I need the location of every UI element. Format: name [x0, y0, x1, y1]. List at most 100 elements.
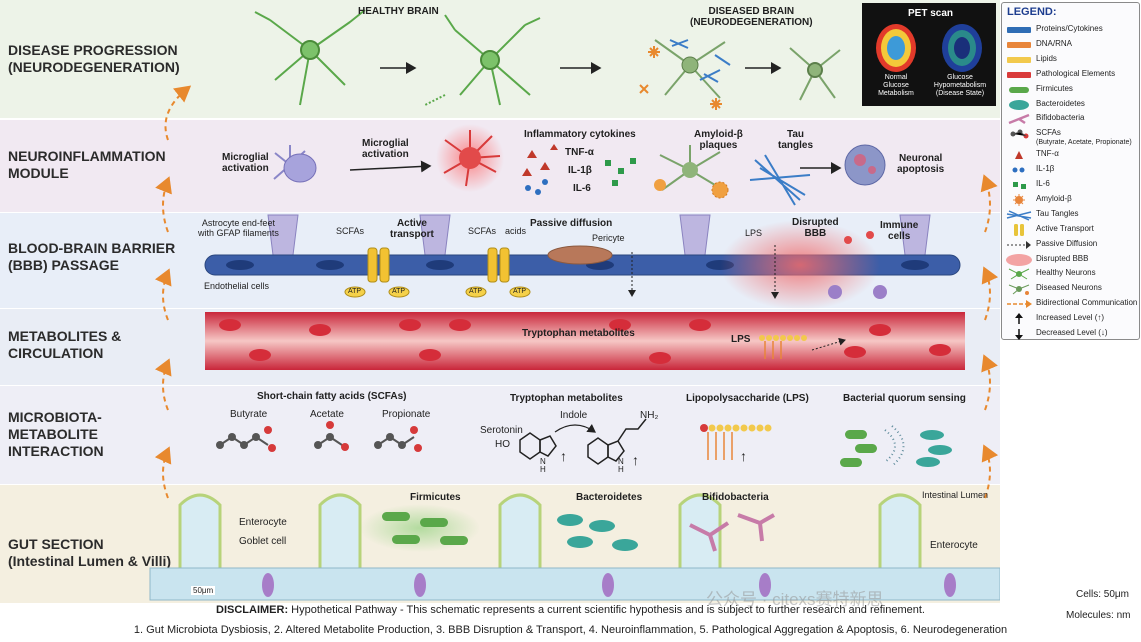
blue-dots-icon [1012, 167, 1025, 173]
scfa-transporter-1 [367, 247, 390, 283]
indole-label: Indole [560, 410, 588, 421]
atp-markers [344, 286, 531, 298]
intestinal-lumen-label: Intestinal Lumen [922, 490, 989, 500]
yellow-bar-icon [1007, 56, 1031, 63]
legend-item-label: DNA/RNA [1036, 38, 1073, 48]
legend-item: Bifidobacteria [1005, 112, 1137, 126]
il1-label: IL-1β [568, 165, 592, 176]
ho-label: HO [495, 439, 510, 450]
legend-item: Firmicutes [1005, 83, 1137, 97]
pericyte-label: Pericyte [592, 233, 625, 243]
passive-diffusion-label: Passive diffusion [530, 218, 613, 229]
apoptosis-label: Neuronal apoptosis [897, 153, 945, 175]
legend-item: Active Transport [1005, 223, 1137, 237]
legend-item-label: Proteins/Cytokines [1036, 24, 1103, 33]
activated-microglia [436, 124, 504, 192]
propionate-molecule [374, 426, 422, 452]
legend-item-label: Bifidobacteria [1036, 113, 1085, 123]
atp-label-2: ATP [392, 288, 406, 295]
disrupted-bbb-label: Disrupted BBB [792, 217, 839, 239]
legend-item-label: IL-6 [1036, 179, 1050, 188]
red-bar-icon [1007, 71, 1031, 78]
tryptophan-molecule [587, 418, 647, 465]
legend-item: Tau Tangles [1005, 208, 1137, 222]
cytokine-cluster [522, 144, 636, 195]
goblet-cells [262, 573, 956, 597]
tnf-label: TNF-α [565, 147, 594, 158]
band-label-gut: GUT SECTION (Intestinal Lumen & Villi) [8, 536, 172, 569]
legend-item: DNA/RNA [1005, 38, 1137, 52]
lps-title: Lipopolysaccharide (LPS) [686, 393, 809, 404]
lps-molecule [700, 424, 772, 460]
pet-hypo-label: Glucose Hypometabolism (Disease State) [933, 74, 987, 97]
legend-item-label: Passive Diffusion [1036, 238, 1098, 248]
tau-tangles [749, 154, 811, 206]
serotonin-increase-arrow: ↑ [560, 448, 567, 464]
legend-item: Diseased Neurons [1005, 282, 1137, 296]
scfas-label-1: SCFAs [336, 226, 365, 236]
serotonin-molecule [519, 432, 557, 460]
legend-item: TNF-α [1005, 148, 1137, 162]
nh-label-2: N H [618, 457, 624, 474]
acetate-label: Acetate [310, 409, 344, 420]
legend-item-label: Lipids [1036, 53, 1057, 63]
immune-cells [828, 231, 887, 299]
green-rod-icon [1009, 86, 1029, 93]
acids-label: acids [505, 226, 527, 236]
serotonin-label: Serotonin [480, 425, 523, 436]
down-arrow-icon [1015, 329, 1023, 340]
legend-item-label: Disrupted BBB [1036, 253, 1089, 263]
legend-item-label: Bidirectional Communication [1036, 298, 1138, 308]
microglia-arrow [349, 160, 432, 173]
cytokines-title: Inflammatory cytokines [524, 129, 636, 140]
legend-item-label: IL-1β [1036, 164, 1055, 174]
epithelial-layer [149, 567, 1000, 601]
immune-cells-label: Immune cells [880, 220, 919, 242]
scfa-title: Short-chain fatty acids (SCFAs) [257, 391, 407, 402]
band-label-metabolites: METABOLITES & CIRCULATION [8, 328, 122, 361]
nh2-label: NH₂ [640, 410, 659, 421]
disclaimer-text: Hypothetical Pathway - This schematic re… [288, 604, 925, 616]
gut-scale-label: 50μm [191, 586, 216, 595]
pet-normal-label: Normal Glucose Metabolism [878, 74, 914, 97]
legend-item: Passive Diffusion [1005, 238, 1137, 252]
legend-item-label: Decreased Level (↓) [1036, 328, 1108, 337]
serotonin-indole-arrow [554, 423, 596, 433]
microglial-activation-label-1: Microglial activation [222, 152, 269, 174]
legend-item: Disrupted BBB [1005, 253, 1137, 267]
diseased-neuron-cluster [639, 39, 731, 110]
legend-item: Pathological Elements [1005, 68, 1137, 82]
atp-label-3: ATP [469, 288, 483, 295]
endothelial-label: Endothelial cells [204, 281, 270, 291]
bacteroidetes-bacteria [557, 514, 638, 551]
butyrate-label: Butyrate [230, 409, 268, 420]
pet-scan-title: PET scan [908, 8, 954, 19]
teal-oval-icon [1009, 99, 1029, 110]
band-label-disease: DISEASE PROGRESSION (NEURODEGENERATION) [8, 42, 180, 75]
band-label-microbiota: MICROBIOTA- METABOLITE INTERACTION [8, 409, 104, 459]
amyloid-label: Amyloid-β plaques [694, 129, 743, 151]
astrocyte-end-feet [267, 214, 931, 256]
legend-item-label: Bacteroidetes [1036, 98, 1085, 108]
channel-icon [1014, 223, 1024, 236]
atp-label-1: ATP [348, 288, 362, 295]
firmicutes-bacteria [360, 504, 480, 552]
green-neuron-icon [1008, 268, 1030, 280]
pet-scan-panel [862, 3, 996, 106]
band-label-neuroinflammation: NEUROINFLAMMATION MODULE [8, 148, 166, 181]
pink-y-icon [1008, 114, 1030, 125]
legend-item-label: Active Transport [1036, 223, 1094, 233]
bifidobacteria [689, 513, 775, 552]
il6-label: IL-6 [573, 183, 591, 194]
diseased-neuron-small [789, 47, 841, 101]
legend-item-label: Amyloid-β [1036, 193, 1072, 203]
legend-item-label: Firmicutes [1036, 83, 1073, 93]
tryptophan-increase-arrow: ↑ [632, 452, 639, 468]
pericyte [547, 245, 613, 265]
legend-item: IL-6 [1005, 178, 1137, 192]
atp-label-4: ATP [513, 288, 527, 295]
legend-item-label: TNF-α [1036, 149, 1059, 159]
trp-title: Tryptophan metabolites [510, 393, 623, 404]
bifidobacteria-label: Bifidobacteria [702, 492, 769, 503]
pathway-steps: 1. Gut Microbiota Dysbiosis, 2. Altered … [133, 624, 1008, 636]
